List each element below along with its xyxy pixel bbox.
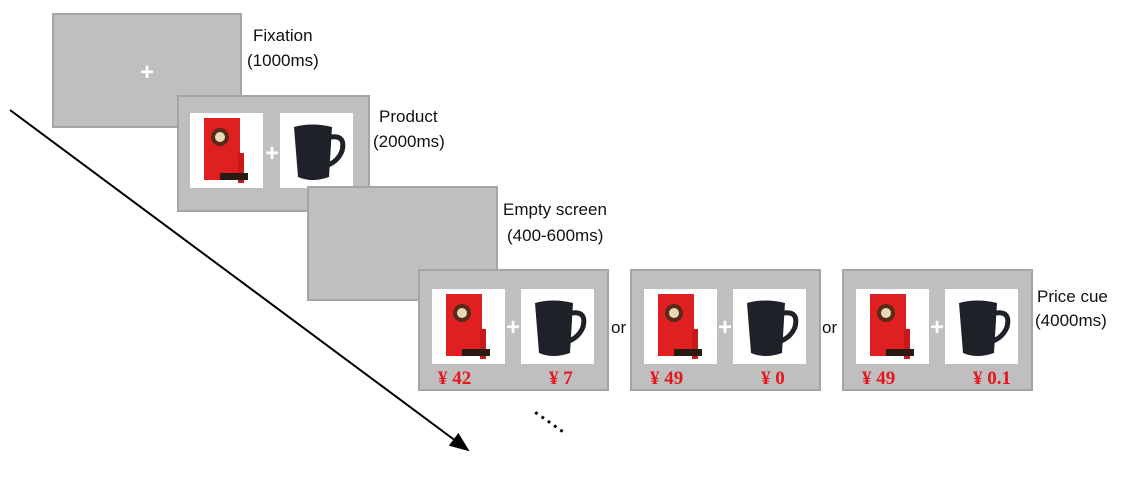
- price-cue-screen: + ¥ 49 ¥ 0.1: [842, 269, 1033, 391]
- price-cue-screen: + ¥ 42 ¥ 7: [418, 269, 609, 391]
- coffee-price: ¥ 49: [650, 368, 684, 389]
- fixation-label: Fixation: [253, 26, 313, 45]
- price-cue-label: Price cue: [1037, 287, 1108, 306]
- mug-price: ¥ 7: [549, 368, 573, 389]
- price-cue-screen: + ¥ 49 ¥ 0: [630, 269, 821, 391]
- mug-price: ¥ 0: [761, 368, 785, 389]
- empty-screen-label: Empty screen: [503, 200, 607, 219]
- mug-price: ¥ 0.1: [973, 368, 1011, 389]
- or-text: or: [611, 318, 627, 337]
- mug-product-image: [733, 289, 806, 364]
- product-label: Product: [379, 107, 438, 126]
- plus-sign: +: [265, 140, 280, 167]
- plus-sign: +: [506, 314, 521, 341]
- fixation-cross: +: [140, 59, 155, 86]
- mug-product-image: [280, 113, 353, 188]
- mug-product-image: [945, 289, 1018, 364]
- coffee-product-image: [856, 289, 929, 364]
- price-cue-duration: (4000ms): [1035, 311, 1107, 330]
- empty-screen-duration: (400-600ms): [507, 226, 604, 245]
- plus-sign: +: [718, 314, 733, 341]
- coffee-product-image: [644, 289, 717, 364]
- mug-product-image: [521, 289, 594, 364]
- plus-sign: +: [930, 314, 945, 341]
- coffee-product-image: [432, 289, 505, 364]
- coffee-price: ¥ 49: [862, 368, 896, 389]
- fixation-duration: (1000ms): [247, 51, 319, 70]
- coffee-price: ¥ 42: [438, 368, 472, 389]
- product-duration: (2000ms): [373, 132, 445, 151]
- coffee-product-image: [190, 113, 263, 188]
- or-text: or: [822, 318, 838, 337]
